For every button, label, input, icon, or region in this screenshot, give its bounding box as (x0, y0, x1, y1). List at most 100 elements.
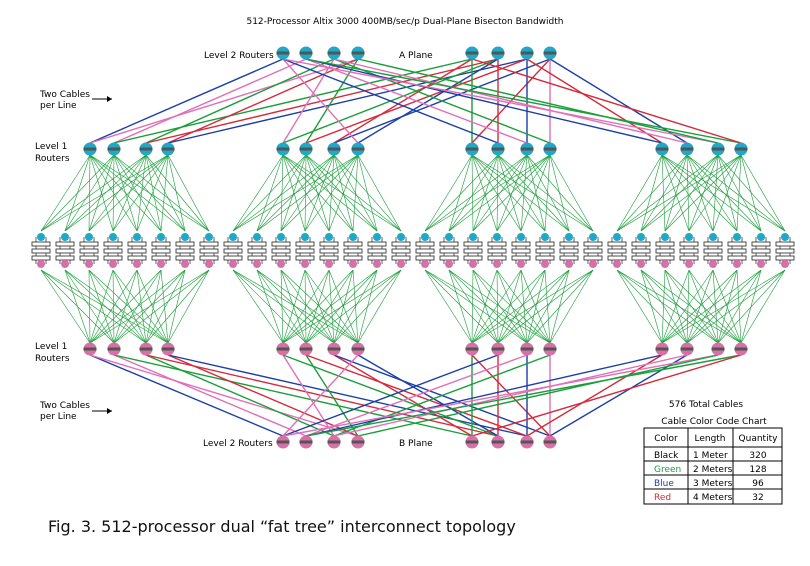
mesh-cable (305, 269, 330, 344)
mesh-cable (40, 154, 91, 232)
cluster-router-a (85, 233, 93, 241)
compute-brick (751, 241, 771, 247)
mesh-cable (40, 269, 115, 344)
mesh-cable (471, 154, 522, 232)
uplink-cable (282, 58, 335, 144)
mesh-cable (496, 154, 528, 232)
mesh-cable (280, 154, 307, 232)
mesh-cable (471, 269, 594, 344)
total-cables-label: 576 Total Cables (669, 400, 743, 410)
mesh-cable (526, 269, 546, 344)
mesh-cable (686, 269, 690, 344)
compute-brick (55, 248, 75, 254)
cluster-router-a (421, 233, 429, 241)
uplink-cable (282, 354, 359, 437)
mesh-cable (256, 154, 284, 232)
level1-routers-top-label-2: Routers (35, 154, 70, 164)
mesh-cable (282, 269, 330, 344)
mesh-cable (112, 154, 169, 232)
mesh-cable (232, 269, 307, 344)
mesh-cable (661, 269, 786, 344)
mesh-cable (616, 269, 742, 344)
level2-router-b-band (299, 440, 313, 444)
uplink-cable (167, 354, 359, 437)
mesh-cable (64, 154, 169, 232)
uplink-cable (333, 354, 473, 437)
mesh-cable (112, 154, 115, 232)
uplink-cable (305, 58, 528, 144)
compute-brick (607, 241, 627, 247)
cluster-router-a (205, 233, 213, 241)
level1-router-a-band (491, 147, 505, 151)
compute-brick (679, 248, 699, 254)
level1-router-a-band (465, 147, 479, 151)
compute-brick (367, 241, 387, 247)
table-cell-length: 3 Meters (693, 479, 733, 489)
cluster-router-b (37, 260, 45, 268)
cable-layer (35, 58, 791, 437)
uplink-cable (282, 58, 499, 144)
compute-brick (463, 255, 483, 261)
level1-router-a-band (734, 147, 748, 151)
mesh-cable (526, 269, 570, 344)
compute-brick (31, 255, 51, 261)
compute-brick (751, 255, 771, 261)
compute-brick (199, 248, 219, 254)
compute-brick (511, 248, 531, 254)
level2-router-a-band (327, 51, 341, 55)
cluster-router-a (157, 233, 165, 241)
mesh-cable (145, 154, 186, 232)
mesh-cable (328, 154, 359, 232)
cluster-router-a (685, 233, 693, 241)
mesh-cable (496, 269, 551, 344)
cluster-router-b (325, 260, 333, 268)
mesh-cable (40, 154, 115, 232)
compute-brick (631, 241, 651, 247)
level2-routers-bottom-label: Level 2 Routers (203, 439, 273, 449)
mesh-cable (145, 269, 162, 344)
mesh-cable (424, 269, 528, 344)
mesh-cable (64, 269, 115, 344)
compute-brick (103, 248, 123, 254)
b-plane-label: B Plane (399, 439, 433, 449)
diagram-title: 512-Processor Altix 3000 400MB/sec/p Dua… (246, 17, 563, 27)
level1-router-b-band (491, 347, 505, 351)
compute-brick (391, 241, 411, 247)
compute-brick (55, 241, 75, 247)
level1-router-a-band (327, 147, 341, 151)
two-cables-bottom-label: Two Cables (39, 401, 90, 411)
mesh-cable (40, 269, 147, 344)
compute-brick (751, 248, 771, 254)
mesh-cable (472, 269, 499, 344)
mesh-cable (145, 154, 162, 232)
cluster-router-a (61, 233, 69, 241)
mesh-cable (640, 269, 742, 344)
mesh-cable (232, 154, 359, 232)
cluster-router-a (733, 233, 741, 241)
mesh-cable (305, 154, 378, 232)
mesh-cable (640, 154, 663, 232)
table-cell-quantity: 96 (752, 479, 764, 489)
mesh-cable (305, 154, 402, 232)
mesh-cable (520, 269, 528, 344)
cluster-router-b (589, 260, 597, 268)
mesh-cable (256, 154, 307, 232)
table-cell-length: 1 Meter (693, 451, 728, 461)
mesh-cable (497, 269, 546, 344)
uplink-cable (526, 354, 663, 437)
level2-router-b-band (465, 440, 479, 444)
per-line-top-label: per Line (40, 101, 77, 111)
level2-router-b-band (327, 440, 341, 444)
compute-brick (391, 255, 411, 261)
mesh-cable (112, 269, 169, 344)
mesh-cable (232, 154, 284, 232)
mesh-cable (282, 269, 306, 344)
compute-brick (631, 255, 651, 261)
level1-router-b-band (299, 347, 313, 351)
mesh-cable (549, 154, 594, 232)
mesh-cable (661, 269, 762, 344)
mesh-cable (88, 269, 115, 344)
level2-router-b-band (520, 440, 534, 444)
mesh-cable (736, 154, 742, 232)
